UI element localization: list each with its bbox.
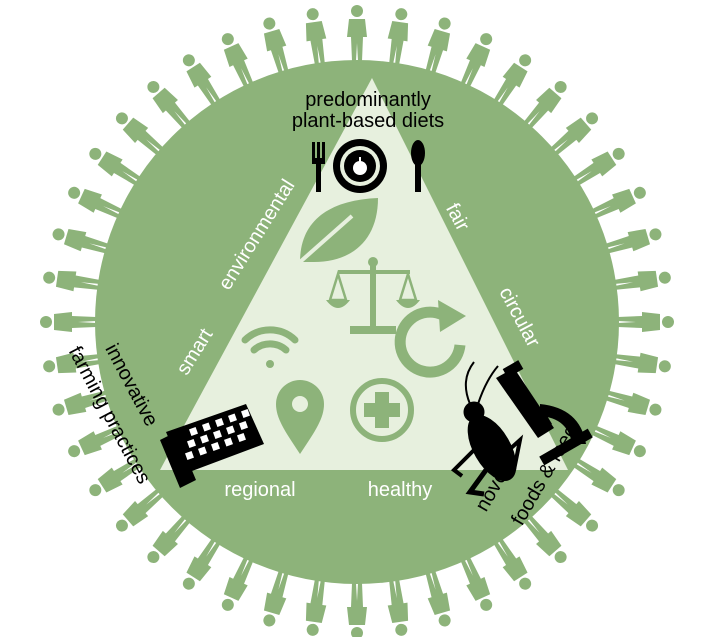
- people-icon: [613, 266, 673, 295]
- people-icon: [604, 223, 665, 259]
- people-icon: [64, 181, 124, 223]
- wheelchair-icon: [456, 29, 498, 89]
- people-icon: [547, 485, 604, 538]
- label-regional: regional: [224, 479, 295, 501]
- building-window: [189, 427, 198, 436]
- cricket-icon: [450, 361, 524, 497]
- people-icon: [177, 536, 225, 595]
- scales-icon: [326, 257, 420, 334]
- people-icon: [489, 49, 537, 108]
- health-cross-icon: [350, 378, 414, 442]
- people-icon: [258, 569, 294, 630]
- people-icon: [40, 312, 96, 332]
- people-icon: [520, 75, 573, 132]
- building-window: [202, 422, 211, 432]
- people-icon: [420, 569, 456, 630]
- people-icon: [547, 106, 604, 159]
- building-window: [224, 437, 233, 447]
- people-icon: [420, 14, 456, 75]
- people-icon: [110, 485, 167, 538]
- people-icon: [84, 142, 143, 190]
- people-icon: [110, 106, 167, 159]
- people-icon: [347, 5, 367, 61]
- people-icon: [618, 312, 674, 332]
- people-icon: [301, 6, 330, 66]
- people-icon: [384, 6, 413, 66]
- people-icon: [571, 142, 630, 190]
- people-icon: [216, 555, 258, 615]
- people-icon: [613, 349, 673, 378]
- building-window: [237, 433, 246, 442]
- people-icon: [590, 181, 650, 223]
- label-healthy: healthy: [368, 479, 433, 501]
- location-pin-icon: [276, 380, 324, 454]
- people-icon: [489, 536, 537, 595]
- people-icon: [604, 385, 665, 421]
- wifi-icon: [241, 326, 299, 368]
- building-window: [213, 430, 222, 439]
- recycle-arrow-icon: [394, 300, 466, 378]
- label-plant-based-diets: plant-based diets: [292, 110, 444, 132]
- microscope-icon: [496, 360, 593, 466]
- building-window: [241, 409, 250, 418]
- building-window: [198, 446, 207, 456]
- people-icon: [141, 512, 194, 569]
- building-window: [187, 439, 196, 448]
- leaf-icon: [298, 198, 378, 264]
- people-icon: [384, 578, 413, 638]
- building-window: [185, 451, 194, 460]
- people-icon: [49, 223, 110, 259]
- people-icon: [41, 266, 101, 295]
- people-icon: [571, 454, 630, 502]
- people-icon: [258, 14, 294, 75]
- people-icon: [456, 555, 498, 615]
- label-predominantly: predominantly: [305, 89, 431, 111]
- people-icon: [216, 29, 258, 89]
- people-icon: [301, 578, 330, 638]
- people-icon: [141, 75, 194, 132]
- cutlery-plate-icon: [312, 139, 425, 193]
- building-window: [239, 421, 248, 430]
- people-icon: [347, 583, 367, 639]
- people-icon: [590, 421, 650, 463]
- building-window: [215, 418, 224, 427]
- people-icon: [177, 49, 225, 108]
- building-window: [226, 425, 235, 435]
- building-window: [200, 434, 209, 444]
- building-window: [211, 442, 220, 451]
- vertical-farm-building-icon: [160, 404, 264, 488]
- building-window: [228, 413, 237, 423]
